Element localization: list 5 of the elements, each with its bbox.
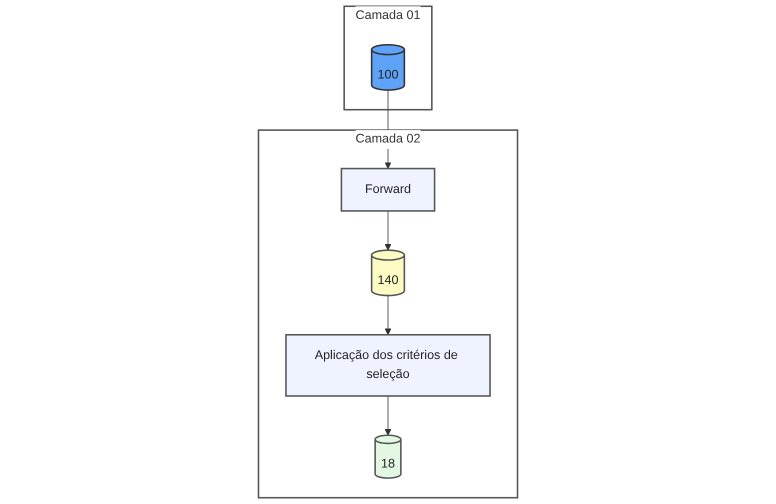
node-box: Forward xyxy=(340,168,436,212)
arrow xyxy=(384,295,392,336)
node-box: Aplicação dos critérios de seleção xyxy=(285,334,491,397)
arrow xyxy=(384,210,392,251)
arrow xyxy=(384,396,392,436)
